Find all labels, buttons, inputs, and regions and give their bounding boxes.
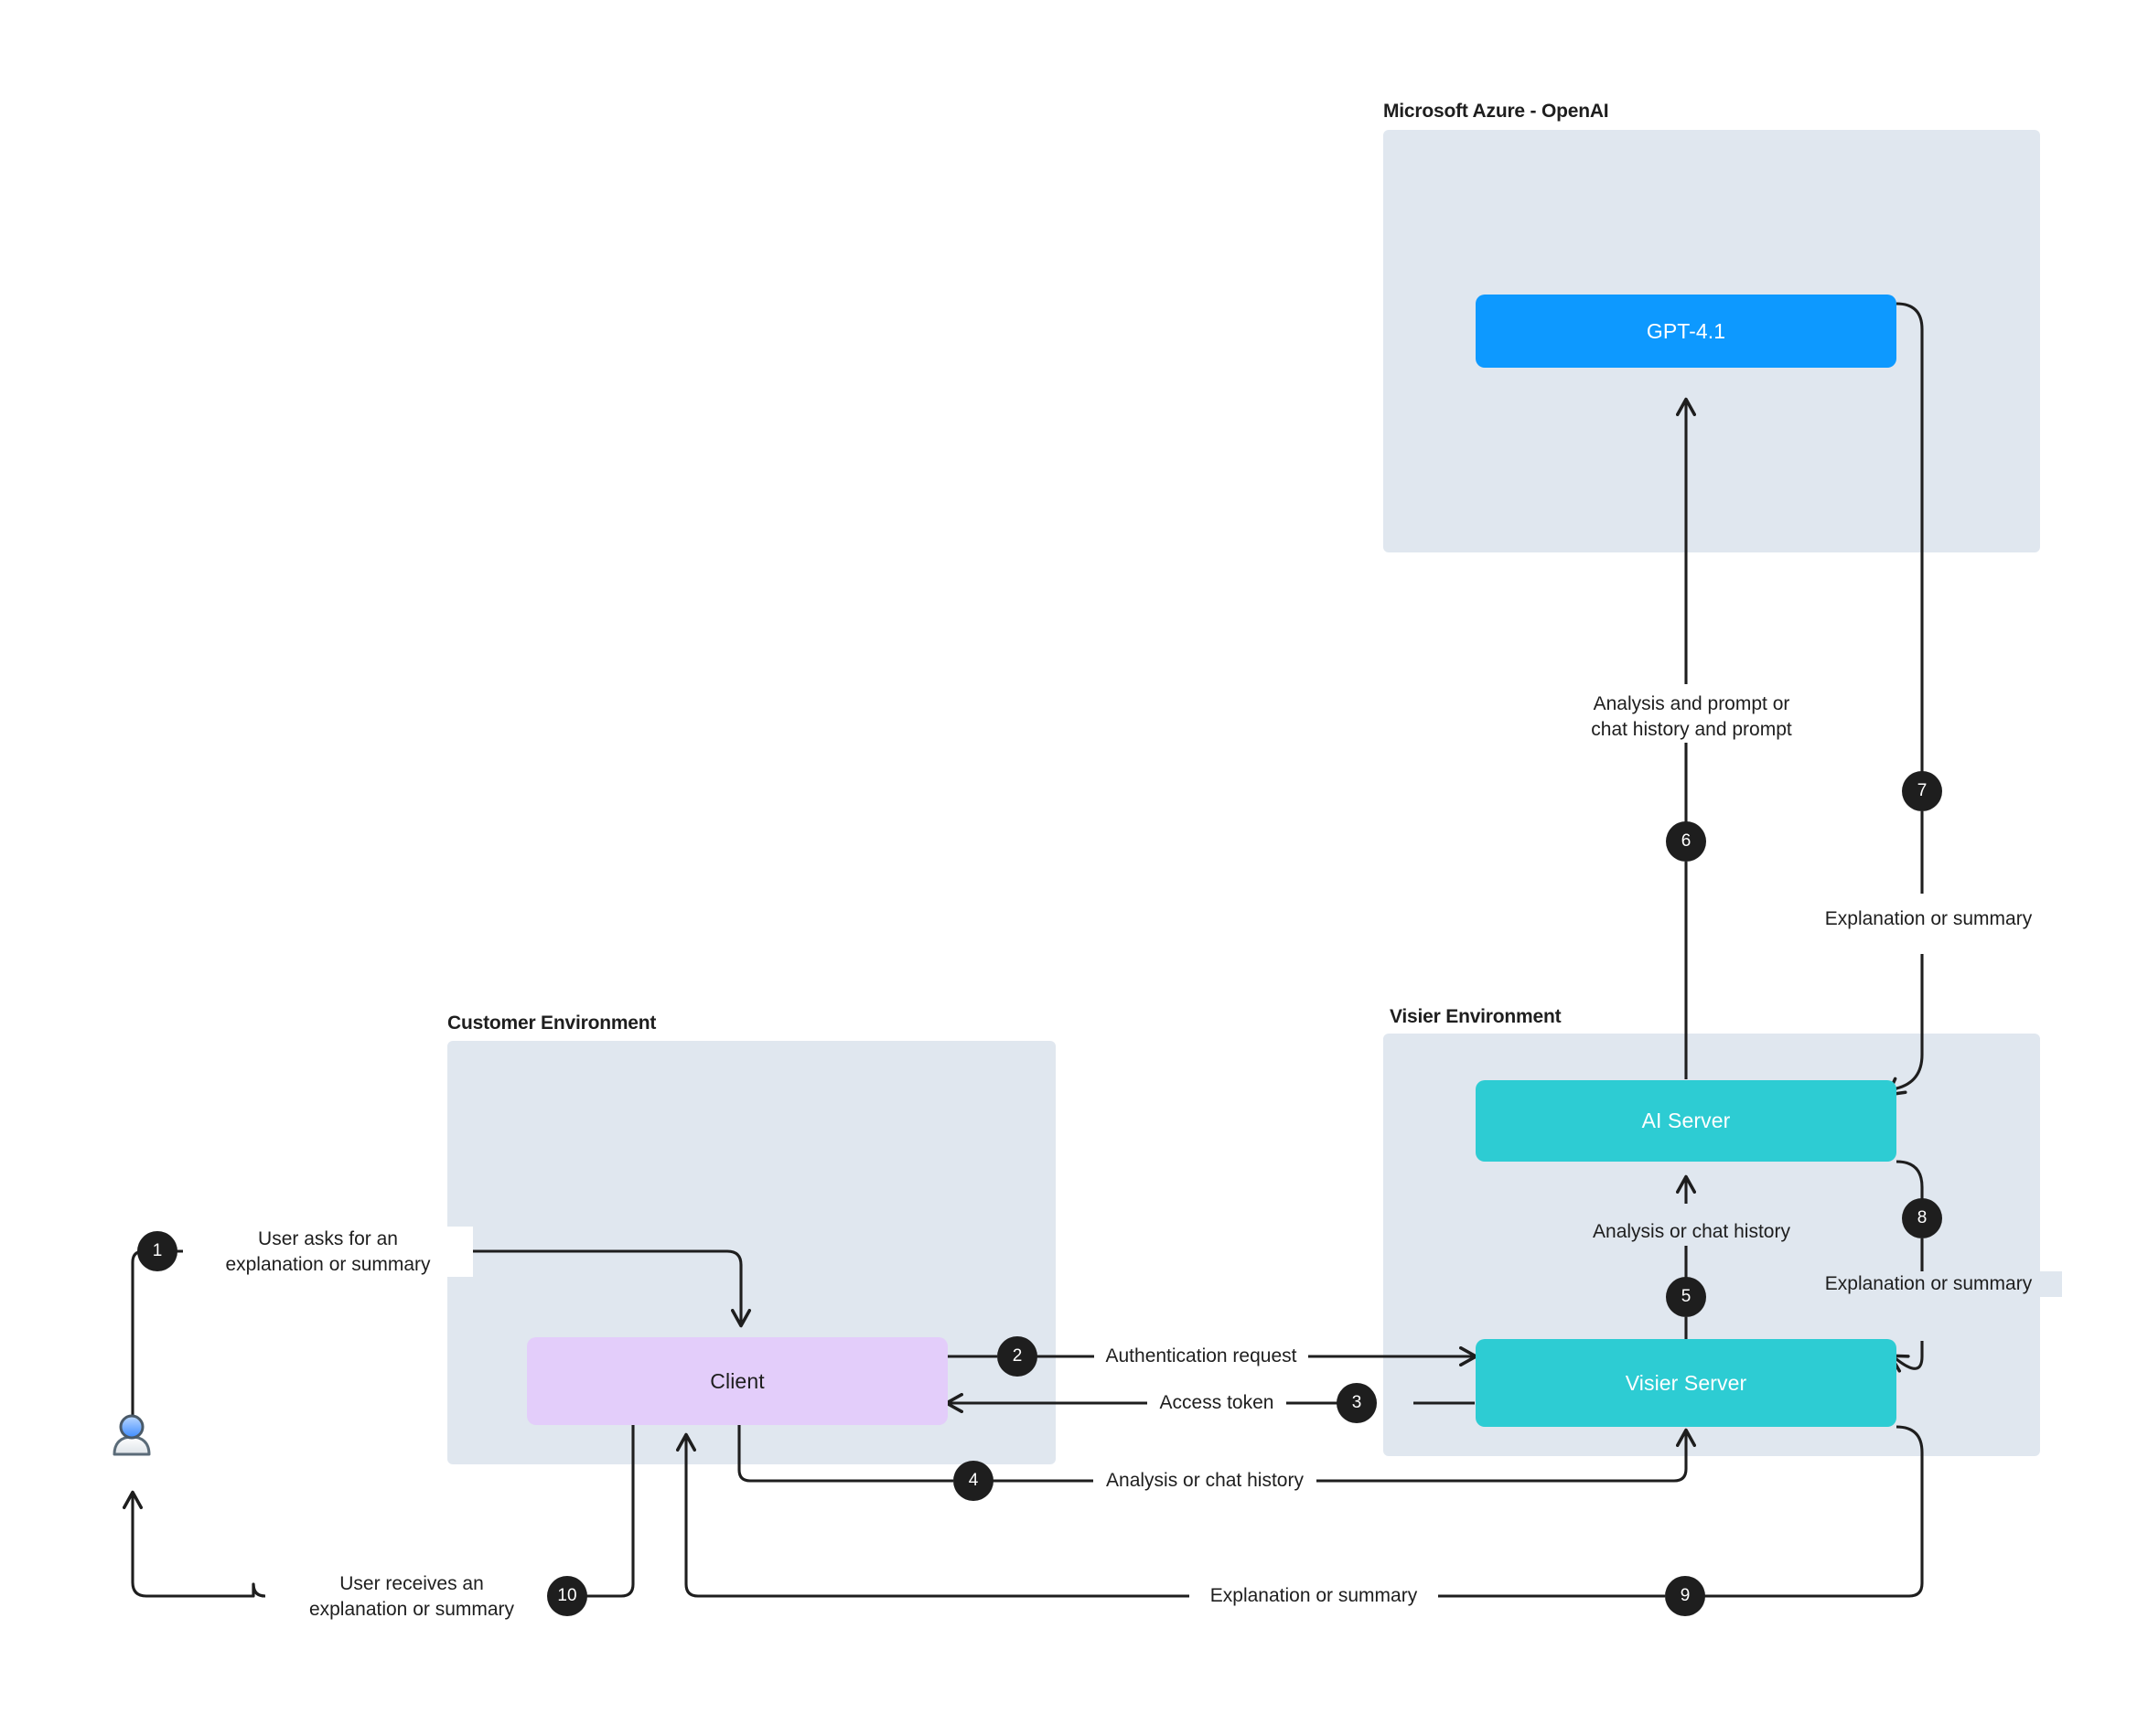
- edge-label-1: User asks for an explanation or summary: [183, 1227, 473, 1278]
- edge-10-receives-c: [122, 1490, 266, 1598]
- node-visier-server[interactable]: Visier Server: [1476, 1339, 1896, 1427]
- edge-label-3: Access token: [1147, 1390, 1286, 1416]
- node-label-gpt: GPT-4.1: [1646, 318, 1726, 343]
- step-badge-7: 7: [1902, 771, 1942, 811]
- node-ai-server[interactable]: AI Server: [1476, 1080, 1896, 1162]
- step-badge-3: 3: [1337, 1383, 1377, 1423]
- step-badge-10: 10: [547, 1576, 587, 1616]
- edge-label-2: Authentication request: [1094, 1344, 1308, 1369]
- node-label-visier-server: Visier Server: [1625, 1370, 1747, 1395]
- step-badge-8: 8: [1902, 1198, 1942, 1238]
- edge-label-5: Analysis or chat history: [1569, 1219, 1814, 1245]
- edge-label-7: Explanation or summary: [1795, 906, 2062, 932]
- edge-label-6: Analysis and prompt or chat history and …: [1555, 691, 1828, 743]
- node-label-ai-server: AI Server: [1641, 1109, 1731, 1132]
- group-title-customer: Customer Environment: [447, 1013, 657, 1034]
- step-badge-2: 2: [997, 1336, 1037, 1377]
- edge-1-user-to-client: [131, 1249, 183, 1419]
- step-badge-9: 9: [1665, 1576, 1705, 1616]
- node-label-client: Client: [710, 1368, 765, 1393]
- node-client[interactable]: Client: [527, 1337, 948, 1425]
- step-badge-1: 1: [137, 1231, 177, 1271]
- node-gpt-4-1[interactable]: GPT-4.1: [1476, 295, 1896, 368]
- step-badge-4: 4: [953, 1461, 993, 1501]
- step-badge-5: 5: [1666, 1277, 1706, 1317]
- group-title-visier: Visier Environment: [1390, 1006, 1562, 1027]
- edge-label-8: Explanation or summary: [1795, 1271, 2062, 1297]
- edge-label-10: User receives an explanation or summary: [265, 1571, 558, 1623]
- edge-label-9: Explanation or summary: [1189, 1583, 1438, 1609]
- user-actor-icon: [108, 1412, 156, 1460]
- edge-label-4: Analysis or chat history: [1093, 1468, 1316, 1494]
- group-title-azure: Microsoft Azure - OpenAI: [1383, 101, 1609, 122]
- step-badge-6: 6: [1666, 821, 1706, 862]
